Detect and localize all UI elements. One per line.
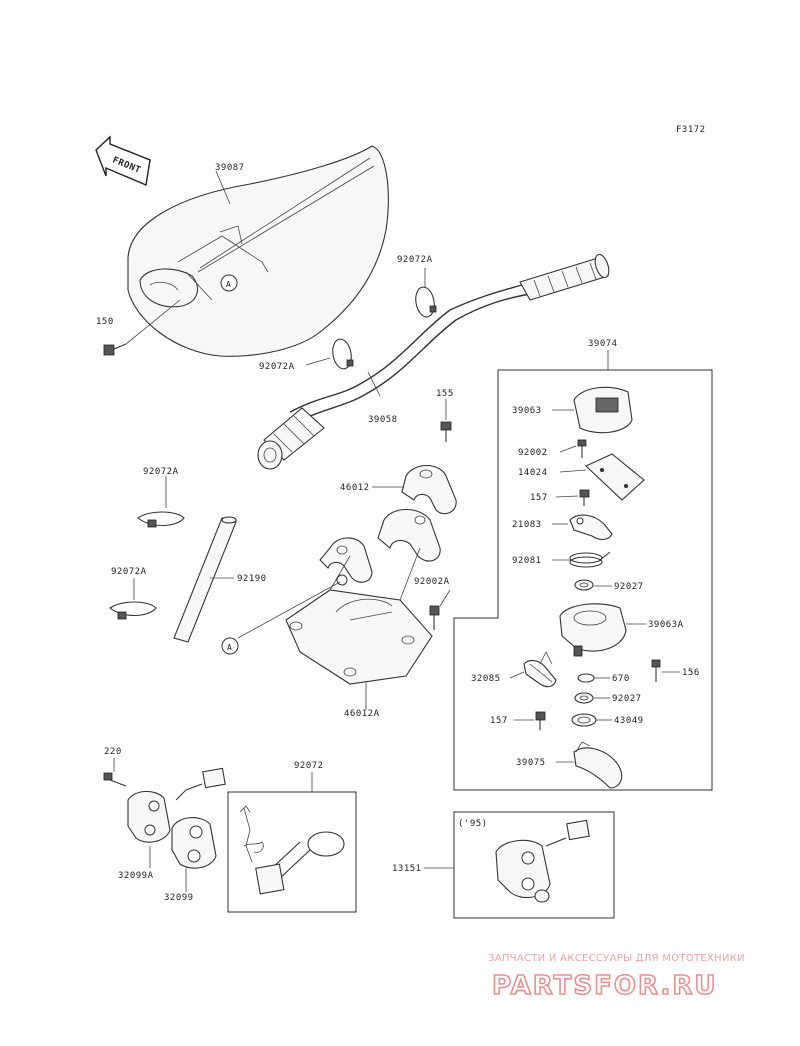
handle-pad-39087: A [127,145,389,357]
label-92002a: 92002A [414,577,450,587]
tube-92190 [173,516,237,643]
label-670: 670 [612,674,630,684]
switch-32099 [171,817,217,869]
handlebar-39058 [257,253,610,470]
label-156: 156 [682,668,700,678]
label-92072a-left-upper: 92072A [143,467,179,477]
label-157-lower: 157 [490,716,508,726]
label-32099: 32099 [164,893,194,903]
label-92072: 92072 [294,761,324,771]
label-92072a-left-lower: 92072A [111,567,147,577]
label-92190: 92190 [237,574,267,584]
label-92027-lower: 92027 [612,694,642,704]
figure-code: F3172 [676,125,706,135]
lever-39075 [573,741,623,789]
band-clamp-92072a-left-lower [109,601,157,620]
label-92081: 92081 [512,556,542,566]
label-46012a: 46012A [344,709,380,719]
label-13151: 13151 [392,864,422,874]
o-ring-670 [577,673,595,683]
callout-letter-a-bottom: A [227,643,232,652]
label-21083: 21083 [512,520,542,530]
screw-156 [651,659,661,682]
screw-157-upper [579,489,590,506]
washer-92027-lower [574,692,594,704]
watermark-brand: PARTSFOR.RU [492,971,717,1001]
label-92002: 92002 [518,448,548,458]
washer-92027-upper [574,579,594,591]
bolt-150 [103,343,127,356]
lever-21083 [569,514,613,541]
nut-43049 [571,713,597,727]
label-39063a: 39063A [648,620,684,630]
plate-14024 [585,453,645,501]
label-43049: 43049 [614,716,644,726]
band-clamp-92072a-upper [415,286,437,318]
assembly-box-39074 [453,369,713,791]
label-150: 150 [96,317,114,327]
label-155: 155 [436,389,454,399]
screw-157-lower [535,711,546,730]
label-220: 220 [104,747,122,757]
callout-letter-a-top: A [226,280,231,289]
label-39075: 39075 [516,758,546,768]
label-92072a-middle: 92072A [259,362,295,372]
label-46012: 46012 [340,483,370,493]
band-clamp-92072a-left-upper [137,511,185,528]
spring-92081 [569,551,611,568]
label-32099a: 32099A [118,871,154,881]
label-92072a-upper: 92072A [397,255,433,265]
switch-32099a [127,790,171,843]
leader-39087 [215,170,231,205]
holder-46012a [285,508,441,685]
switch-32085 [523,651,557,688]
label-39087: 39087 [215,163,245,173]
screw-92002 [577,439,587,458]
switch-13151 [495,819,590,903]
label-39058: 39058 [368,415,398,425]
housing-39063a [559,603,627,657]
assembly-box-13151 [453,811,615,919]
clamp-92072 [239,805,345,895]
label-39063: 39063 [512,406,542,416]
band-clamp-92072a-middle [332,338,354,370]
assembly-box-92072 [227,791,357,913]
watermark-tagline: ЗАПЧАСТИ И АКСЕССУАРЫ ДЛЯ МОТОТЕХНИКИ [488,953,745,964]
cover-39063 [573,386,633,434]
label-157-upper: 157 [530,493,548,503]
bolt-220 [103,772,127,787]
label-92027-upper: 92027 [614,582,644,592]
front-arrow-icon: FRONT [95,135,151,186]
connector-plug [175,767,226,801]
year-note: ('95) [458,819,488,829]
label-14024: 14024 [518,468,548,478]
holder-46012 [401,464,457,515]
bolt-155 [440,421,452,442]
bolt-92002a [429,605,440,630]
label-39074: 39074 [588,339,618,349]
label-32085: 32085 [471,674,501,684]
